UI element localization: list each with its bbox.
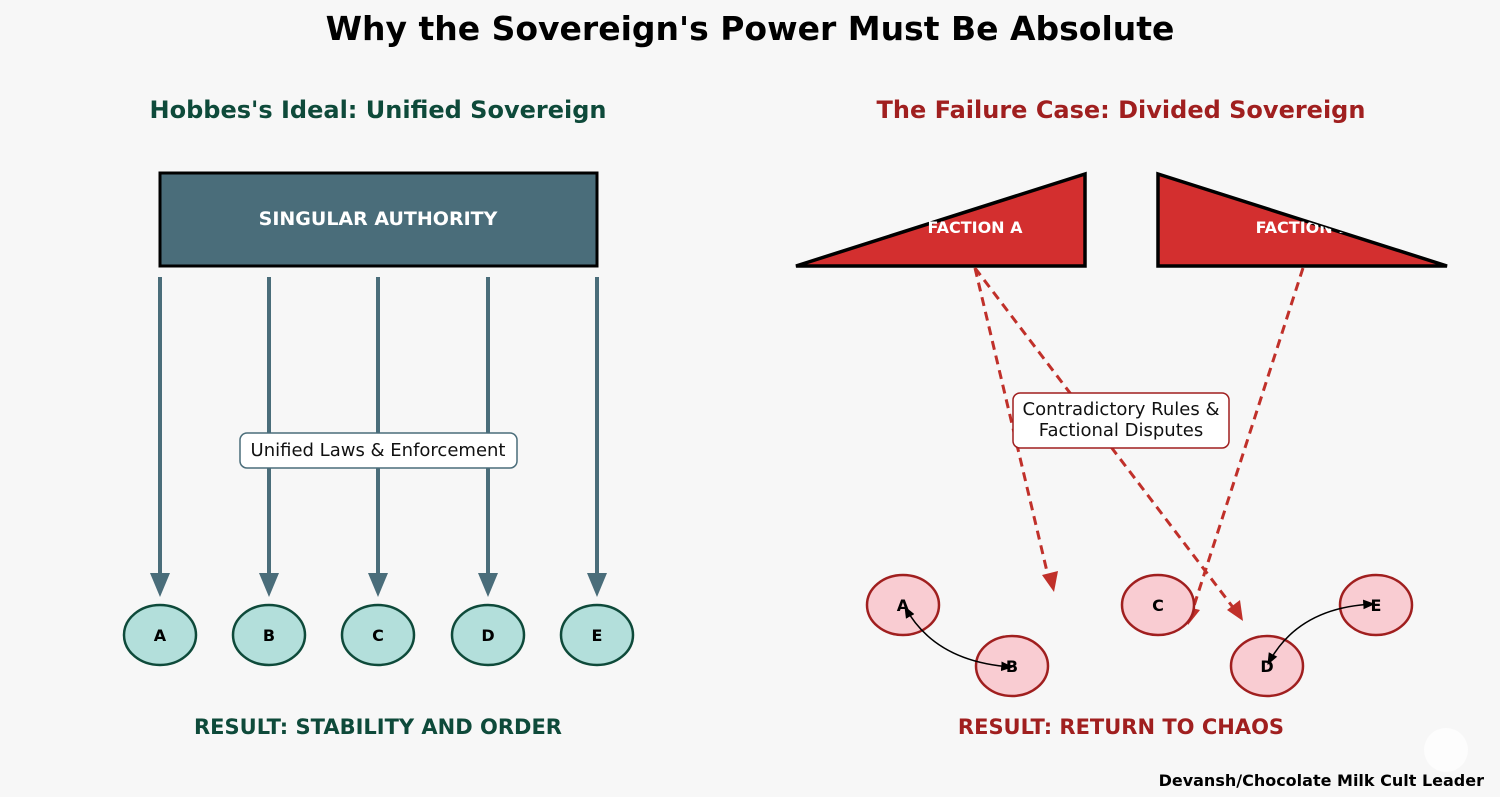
arrow-head-e (587, 573, 607, 597)
left-node-d-label: D (481, 626, 494, 645)
left-result: RESULT: STABILITY AND ORDER (194, 715, 562, 739)
right-node-c (1120, 573, 1196, 637)
faction-b-label: FACTION B (1256, 218, 1351, 237)
unified-laws-label-box (239, 432, 518, 469)
right-result: RESULT: RETURN TO CHAOS (958, 715, 1284, 739)
dispute-arrow-a-b (904, 605, 1014, 672)
unified-laws-label: Unified Laws & Enforcement (251, 440, 506, 461)
arrow-head-d (478, 573, 498, 597)
left-panel: Hobbes's Ideal: Unified Sovereign SINGUL… (122, 96, 635, 739)
left-node-c-label: C (372, 626, 384, 645)
dashed-arrow-a2-head (1227, 600, 1243, 621)
left-node-a-label: A (154, 626, 167, 645)
right-node-e-label: E (1371, 596, 1382, 615)
singular-authority-box (158, 171, 599, 268)
dashed-arrow-a1 (973, 267, 1051, 581)
left-node-e (559, 603, 635, 667)
authority-arrows (150, 277, 607, 597)
contradictory-rules-label-line1: Contradictory Rules & (1023, 399, 1220, 420)
left-node-b-label: B (263, 626, 275, 645)
main-title: Why the Sovereign's Power Must Be Absolu… (326, 9, 1175, 48)
dispute-arrow-d-e (1267, 599, 1376, 666)
dashed-arrow-a1-head (1042, 571, 1058, 592)
faction-a-label: FACTION A (927, 218, 1023, 237)
arrow-head-b (259, 573, 279, 597)
faction-a-shape (795, 171, 1087, 268)
left-nodes: A B C D E (122, 603, 635, 667)
right-panel: The Failure Case: Divided Sovereign FACT… (795, 96, 1448, 739)
contradictory-rules-label-line2: Factional Disputes (1039, 420, 1203, 441)
arrow-head-c (368, 573, 388, 597)
right-node-d-label: D (1260, 657, 1273, 676)
left-node-d (450, 603, 526, 667)
left-heading: Hobbes's Ideal: Unified Sovereign (150, 96, 607, 124)
right-node-c-label: C (1152, 596, 1164, 615)
dashed-arrow-b1 (1190, 267, 1305, 613)
left-node-a (122, 603, 198, 667)
credit-text: Devansh/Chocolate Milk Cult Leader (1159, 771, 1485, 790)
watermark-badge (1424, 728, 1468, 772)
singular-authority-label: SINGULAR AUTHORITY (259, 208, 498, 230)
left-node-b (231, 603, 307, 667)
right-heading: The Failure Case: Divided Sovereign (877, 96, 1366, 124)
arrow-head-a (150, 573, 170, 597)
left-node-c (340, 603, 416, 667)
left-node-e-label: E (592, 626, 603, 645)
faction-b-shape (1156, 171, 1448, 268)
contradictory-rules-label-box (1012, 392, 1230, 449)
right-nodes: A B C D E (865, 573, 1414, 698)
